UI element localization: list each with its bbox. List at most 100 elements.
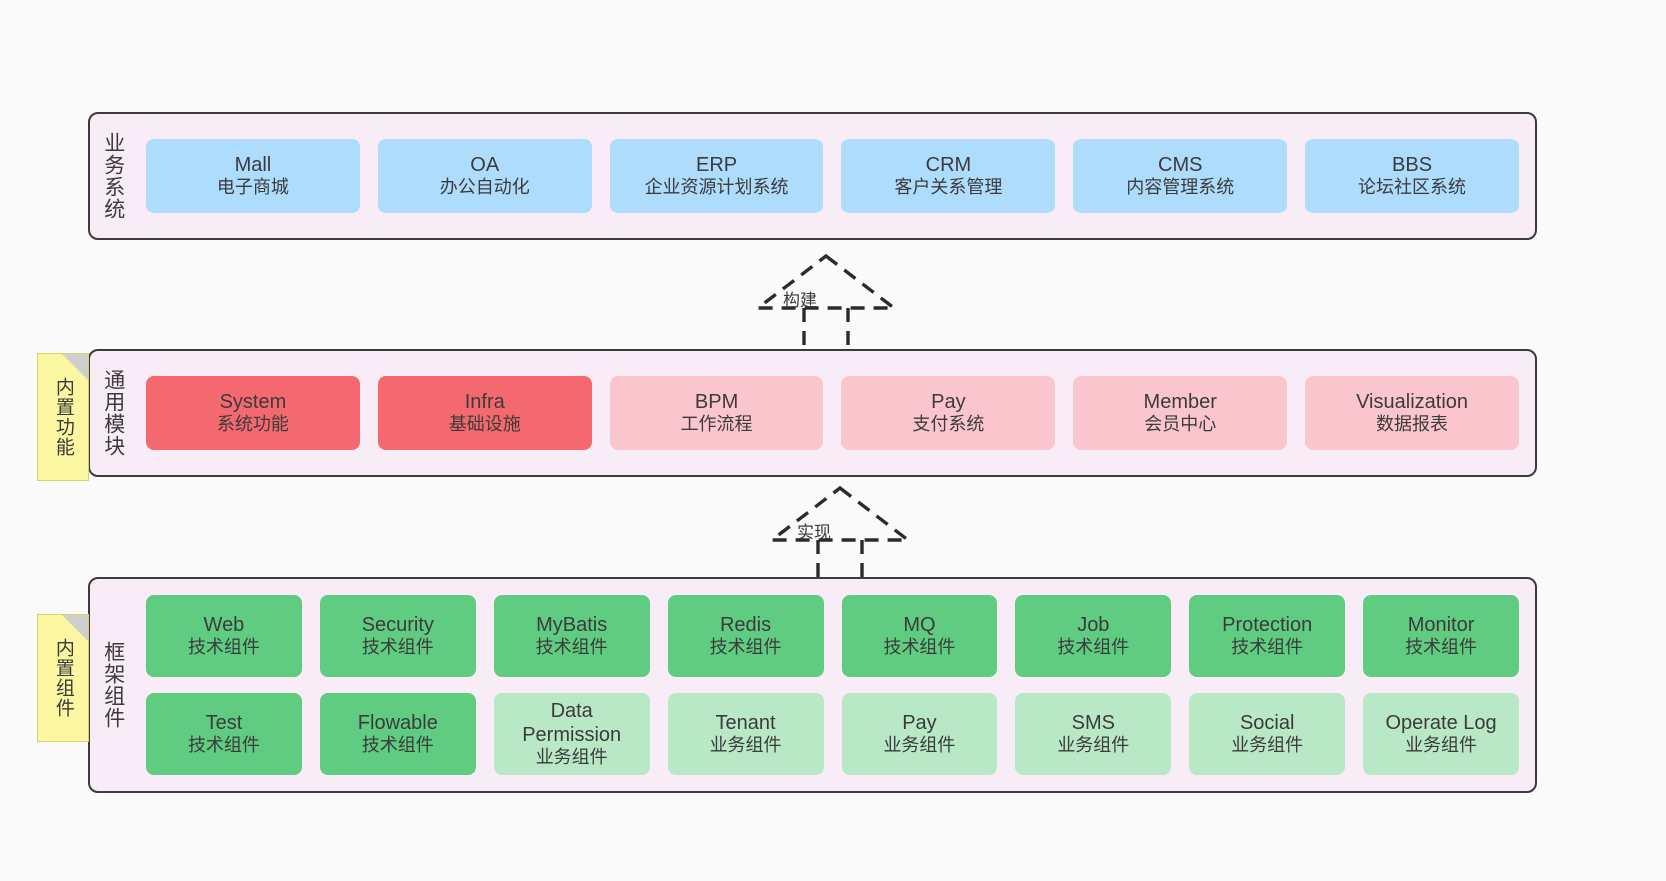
note-builtin-components-label: 内置组件 [52, 638, 74, 718]
card-visualization[interactable]: Visualization 数据报表 [1305, 376, 1519, 450]
card-monitor[interactable]: Monitor 技术组件 [1363, 595, 1519, 677]
card-social-cn: 业务组件 [1231, 735, 1304, 756]
card-oa-en: OA [470, 153, 500, 176]
card-web-en: Web [203, 613, 245, 636]
card-mybatis-cn: 技术组件 [535, 637, 608, 658]
card-member-cn: 会员中心 [1144, 414, 1217, 435]
card-web[interactable]: Web 技术组件 [146, 595, 302, 677]
card-monitor-en: Monitor [1407, 613, 1475, 636]
card-member[interactable]: Member 会员中心 [1073, 376, 1288, 450]
card-bpm-en: BPM [694, 390, 739, 413]
card-system-cn: 系统功能 [216, 414, 289, 435]
card-web-cn: 技术组件 [187, 637, 260, 658]
note-builtin-components: 内置组件 [37, 614, 89, 742]
connector-build-label: 构建 [783, 291, 817, 310]
card-sms-en: SMS [1071, 711, 1115, 734]
card-flowable-cn: 技术组件 [361, 735, 434, 756]
card-pay-module[interactable]: Pay 支付系统 [841, 376, 1056, 450]
connector-implement: 实现 [760, 484, 940, 582]
card-monitor-cn: 技术组件 [1405, 637, 1478, 658]
card-bbs-cn: 论坛社区系统 [1358, 177, 1467, 198]
card-operate-log[interactable]: Operate Log 业务组件 [1363, 693, 1519, 775]
card-tenant-cn: 业务组件 [709, 735, 782, 756]
card-operate-log-en: Operate Log [1385, 711, 1497, 734]
card-oa-cn: 办公自动化 [439, 177, 530, 198]
card-system-en: System [219, 390, 287, 413]
card-visualization-cn: 数据报表 [1376, 414, 1449, 435]
layer-framework-components: 框架组件 Web 技术组件 Security 技术组件 MyBatis 技术组件… [88, 577, 1537, 793]
connector-build-arrow-icon [752, 253, 900, 350]
card-data-permission[interactable]: Data Permission 业务组件 [493, 693, 650, 775]
note-builtin-functions: 内置功能 [37, 353, 89, 481]
card-pay-component[interactable]: Pay 业务组件 [841, 693, 998, 775]
card-cms-cn: 内容管理系统 [1126, 177, 1235, 198]
card-visualization-en: Visualization [1356, 390, 1469, 413]
card-protection[interactable]: Protection 技术组件 [1189, 595, 1346, 677]
card-operate-log-cn: 业务组件 [1405, 735, 1478, 756]
card-sms-cn: 业务组件 [1057, 735, 1130, 756]
framework-tech-row: Web 技术组件 Security 技术组件 MyBatis 技术组件 Redi… [146, 595, 1519, 677]
card-pay-module-en: Pay [931, 390, 966, 413]
card-data-permission-cn: 业务组件 [535, 747, 608, 768]
business-card-row: Mall 电子商城 OA 办公自动化 ERP 企业资源计划系统 CRM 客户关系… [146, 139, 1519, 213]
card-job-en: Job [1077, 613, 1110, 636]
card-bpm-cn: 工作流程 [680, 414, 753, 435]
connector-implement-arrow-icon [766, 485, 914, 582]
card-infra-cn: 基础设施 [448, 414, 521, 435]
card-member-en: Member [1143, 390, 1217, 413]
card-test[interactable]: Test 技术组件 [146, 693, 302, 775]
card-crm[interactable]: CRM 客户关系管理 [841, 139, 1056, 213]
card-mybatis[interactable]: MyBatis 技术组件 [493, 595, 650, 677]
card-mybatis-en: MyBatis [536, 613, 608, 636]
card-flowable-en: Flowable [357, 711, 438, 734]
layer-framework-components-body: Web 技术组件 Security 技术组件 MyBatis 技术组件 Redi… [136, 579, 1535, 791]
card-mall-cn: 电子商城 [216, 177, 289, 198]
note-builtin-functions-label: 内置功能 [52, 377, 74, 457]
connector-implement-label: 实现 [797, 523, 831, 542]
card-mall[interactable]: Mall 电子商城 [146, 139, 360, 213]
card-erp-cn: 企业资源计划系统 [644, 177, 789, 198]
card-redis[interactable]: Redis 技术组件 [667, 595, 824, 677]
card-security[interactable]: Security 技术组件 [319, 595, 476, 677]
card-bbs[interactable]: BBS 论坛社区系统 [1305, 139, 1519, 213]
card-flowable[interactable]: Flowable 技术组件 [319, 693, 476, 775]
card-job-cn: 技术组件 [1057, 637, 1130, 658]
note-fold-corner-icon [62, 615, 88, 641]
card-test-en: Test [205, 711, 243, 734]
card-security-en: Security [361, 613, 434, 636]
modules-card-row: System 系统功能 Infra 基础设施 BPM 工作流程 Pay 支付系统… [146, 376, 1519, 450]
note-fold-corner-icon [62, 354, 88, 380]
card-cms-en: CMS [1158, 153, 1203, 176]
card-cms[interactable]: CMS 内容管理系统 [1073, 139, 1288, 213]
card-test-cn: 技术组件 [187, 735, 260, 756]
connector-build: 构建 [746, 252, 926, 350]
card-data-permission-en: Data Permission [522, 699, 622, 747]
card-social-en: Social [1239, 711, 1295, 734]
card-erp-en: ERP [696, 153, 738, 176]
card-tenant[interactable]: Tenant 业务组件 [667, 693, 824, 775]
card-system[interactable]: System 系统功能 [146, 376, 360, 450]
card-mq[interactable]: MQ 技术组件 [841, 595, 998, 677]
card-social[interactable]: Social 业务组件 [1189, 693, 1346, 775]
layer-business-system: 业务系统 Mall 电子商城 OA 办公自动化 ERP 企业资源计划系统 CRM… [88, 112, 1537, 240]
card-infra-en: Infra [464, 390, 505, 413]
card-erp[interactable]: ERP 企业资源计划系统 [609, 139, 824, 213]
layer-common-modules-body: System 系统功能 Infra 基础设施 BPM 工作流程 Pay 支付系统… [136, 351, 1535, 475]
card-mq-cn: 技术组件 [883, 637, 956, 658]
card-pay-component-cn: 业务组件 [883, 735, 956, 756]
card-infra[interactable]: Infra 基础设施 [377, 376, 592, 450]
card-oa[interactable]: OA 办公自动化 [377, 139, 592, 213]
card-protection-en: Protection [1222, 613, 1313, 636]
card-mall-en: Mall [234, 153, 272, 176]
card-crm-en: CRM [925, 153, 972, 176]
card-bpm[interactable]: BPM 工作流程 [609, 376, 824, 450]
card-sms[interactable]: SMS 业务组件 [1015, 693, 1172, 775]
card-redis-en: Redis [719, 613, 772, 636]
layer-common-modules-title: 通用模块 [101, 369, 125, 457]
layer-business-system-title: 业务系统 [101, 132, 125, 220]
card-security-cn: 技术组件 [361, 637, 434, 658]
card-crm-cn: 客户关系管理 [894, 177, 1003, 198]
layer-common-modules: 通用模块 System 系统功能 Infra 基础设施 BPM 工作流程 Pay… [88, 349, 1537, 477]
card-job[interactable]: Job 技术组件 [1015, 595, 1172, 677]
